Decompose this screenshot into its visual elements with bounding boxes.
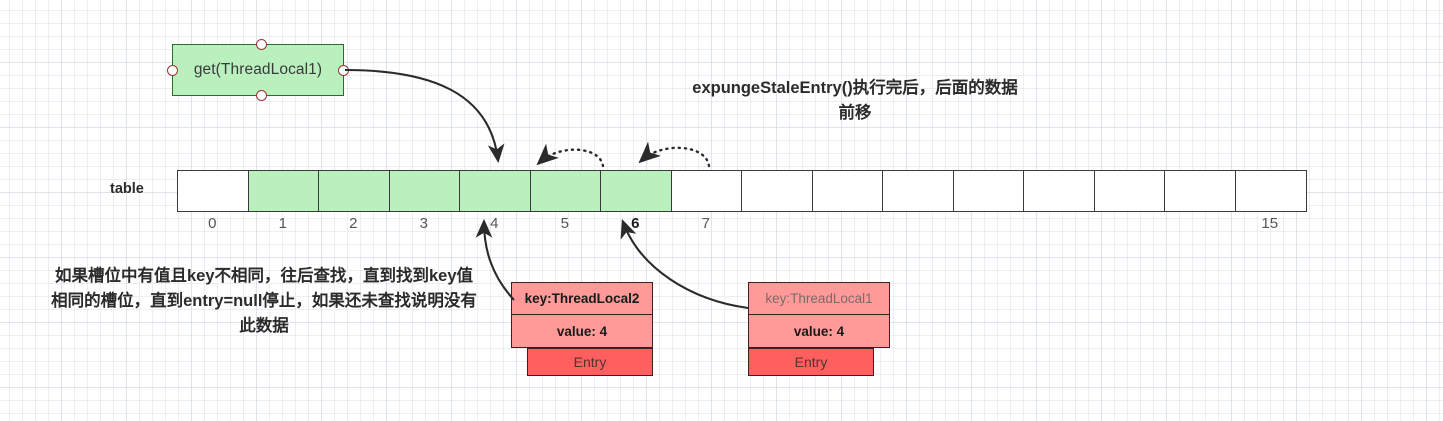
- table-index-9: [812, 215, 883, 237]
- table-index-6: 6: [631, 215, 640, 232]
- table-label: table: [110, 181, 144, 197]
- table-index-13: [1094, 215, 1165, 237]
- connector-handle-right-icon[interactable]: [338, 65, 349, 76]
- call-box-label: get(ThreadLocal1): [193, 61, 323, 78]
- call-box-get-threadlocal1[interactable]: get(ThreadLocal1): [167, 39, 349, 101]
- table-index-8: [741, 215, 812, 237]
- connector-handle-left-icon[interactable]: [167, 65, 178, 76]
- table-cell-13[interactable]: [1093, 170, 1166, 212]
- table-cells: [177, 170, 1307, 212]
- table-index-5: 5: [560, 215, 569, 232]
- diagram-title: expungeStaleEntry()执行完后，后面的数据前移: [692, 79, 1018, 122]
- table-index-3: 3: [419, 215, 428, 232]
- table-index-4: 4: [490, 215, 499, 232]
- lookup-note: 如果槽位中有值且key不相同，往后查找，直到找到key值相同的槽位，直到entr…: [51, 267, 477, 336]
- table-cell-3[interactable]: [388, 170, 461, 212]
- table-cell-1[interactable]: [247, 170, 320, 212]
- table-index-labels: 0 1 2 3 4 5 6 7 15: [177, 215, 1305, 237]
- table-index-7: 7: [701, 215, 710, 232]
- table-index-0: 0: [208, 215, 217, 232]
- table-cell-11[interactable]: [952, 170, 1025, 212]
- table-index-11: [953, 215, 1024, 237]
- table-index-1: 1: [278, 215, 287, 232]
- entry-key-label: key:ThreadLocal1: [748, 282, 890, 315]
- table-cell-8[interactable]: [741, 170, 814, 212]
- table-index-2: 2: [349, 215, 358, 232]
- table-index-15: 15: [1261, 215, 1279, 232]
- table-cell-14[interactable]: [1164, 170, 1237, 212]
- arrow-shift-cell6-to-cell5: [536, 143, 605, 168]
- table-index-10: [882, 215, 953, 237]
- entry-type-label: Entry: [527, 348, 653, 376]
- table-cell-0[interactable]: [177, 170, 250, 212]
- entry-box-threadlocal1[interactable]: key:ThreadLocal1 value: 4 Entry: [748, 282, 890, 376]
- entry-value-label: value: 4: [511, 315, 653, 348]
- table-cell-10[interactable]: [882, 170, 955, 212]
- table-index-12: [1023, 215, 1094, 237]
- table-cell-6[interactable]: [600, 170, 673, 212]
- table-cell-7[interactable]: [670, 170, 743, 212]
- table-cell-5[interactable]: [529, 170, 602, 212]
- table-cell-4[interactable]: [459, 170, 532, 212]
- table-index-14: [1164, 215, 1235, 237]
- table-cell-9[interactable]: [811, 170, 884, 212]
- connector-handle-bottom-icon[interactable]: [256, 90, 267, 101]
- entry-type-label: Entry: [748, 348, 874, 376]
- table-cell-12[interactable]: [1023, 170, 1096, 212]
- arrow-getbox-to-cell4: [344, 68, 505, 164]
- arrow-shift-cell7-to-cell6: [638, 141, 711, 168]
- entry-key-label: key:ThreadLocal2: [511, 282, 653, 315]
- entry-value-label: value: 4: [748, 315, 890, 348]
- connector-handle-top-icon[interactable]: [256, 39, 267, 50]
- table-cell-15[interactable]: [1234, 170, 1307, 212]
- entry-box-threadlocal2[interactable]: key:ThreadLocal2 value: 4 Entry: [511, 282, 653, 376]
- table-cell-2[interactable]: [318, 170, 391, 212]
